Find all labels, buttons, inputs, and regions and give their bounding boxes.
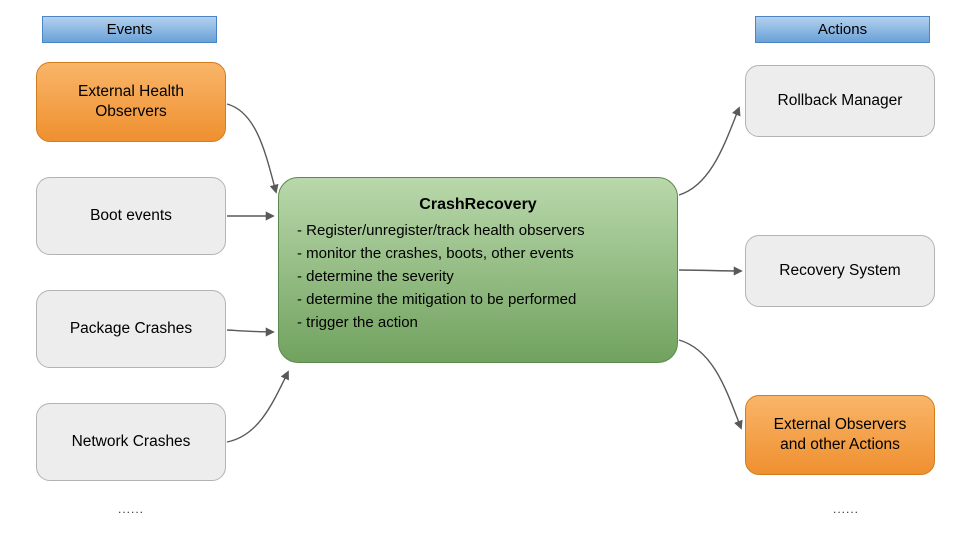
actions-header-label: Actions: [817, 21, 868, 38]
node-external-observers-actions: External Observers and other Actions: [745, 395, 935, 475]
crashrecovery-line-4: - determine the mitigation to be perform…: [297, 291, 577, 308]
crashrecovery-node: CrashRecovery - Register/unregister/trac…: [278, 177, 678, 363]
arrow-crashrecovery-to-recovery-system: [678, 266, 743, 276]
node-package-crashes: Package Crashes: [36, 290, 226, 368]
arrow-network-crashes-to-crashrecovery: [226, 370, 289, 443]
crashrecovery-line-5: - trigger the action: [297, 314, 418, 331]
node-rollback-manager-label: Rollback Manager: [777, 91, 903, 109]
events-header: Events: [42, 16, 217, 43]
actions-header: Actions: [755, 16, 930, 43]
events-header-label: Events: [106, 21, 153, 38]
node-external-health-observers-label: External Health Observers: [78, 82, 184, 120]
arrow-external-health-observers-to-crashrecovery: [226, 103, 279, 194]
crashrecovery-description: - Register/unregister/track health obser…: [291, 219, 665, 334]
node-rollback-manager: Rollback Manager: [745, 65, 935, 137]
node-recovery-system: Recovery System: [745, 235, 935, 307]
crashrecovery-line-2: - monitor the crashes, boots, other even…: [297, 245, 574, 262]
events-ellipsis: ......: [118, 502, 145, 516]
node-external-observers-actions-label: External Observers and other Actions: [773, 415, 907, 453]
node-network-crashes-label: Network Crashes: [71, 432, 191, 450]
node-boot-events: Boot events: [36, 177, 226, 255]
crashrecovery-line-1: - Register/unregister/track health obser…: [297, 222, 585, 239]
node-recovery-system-label: Recovery System: [779, 261, 901, 279]
node-package-crashes-label: Package Crashes: [69, 319, 193, 337]
arrow-crashrecovery-to-rollback-manager: [678, 106, 741, 196]
node-boot-events-label: Boot events: [90, 206, 172, 224]
node-external-health-observers: External Health Observers: [36, 62, 226, 142]
arrow-crashrecovery-to-external-observers: [678, 339, 743, 430]
actions-ellipsis: ......: [833, 502, 860, 516]
crashrecovery-line-3: - determine the severity: [297, 268, 454, 285]
arrow-package-crashes-to-crashrecovery: [226, 327, 275, 337]
crashrecovery-title: CrashRecovery: [419, 196, 537, 213]
node-network-crashes: Network Crashes: [36, 403, 226, 481]
